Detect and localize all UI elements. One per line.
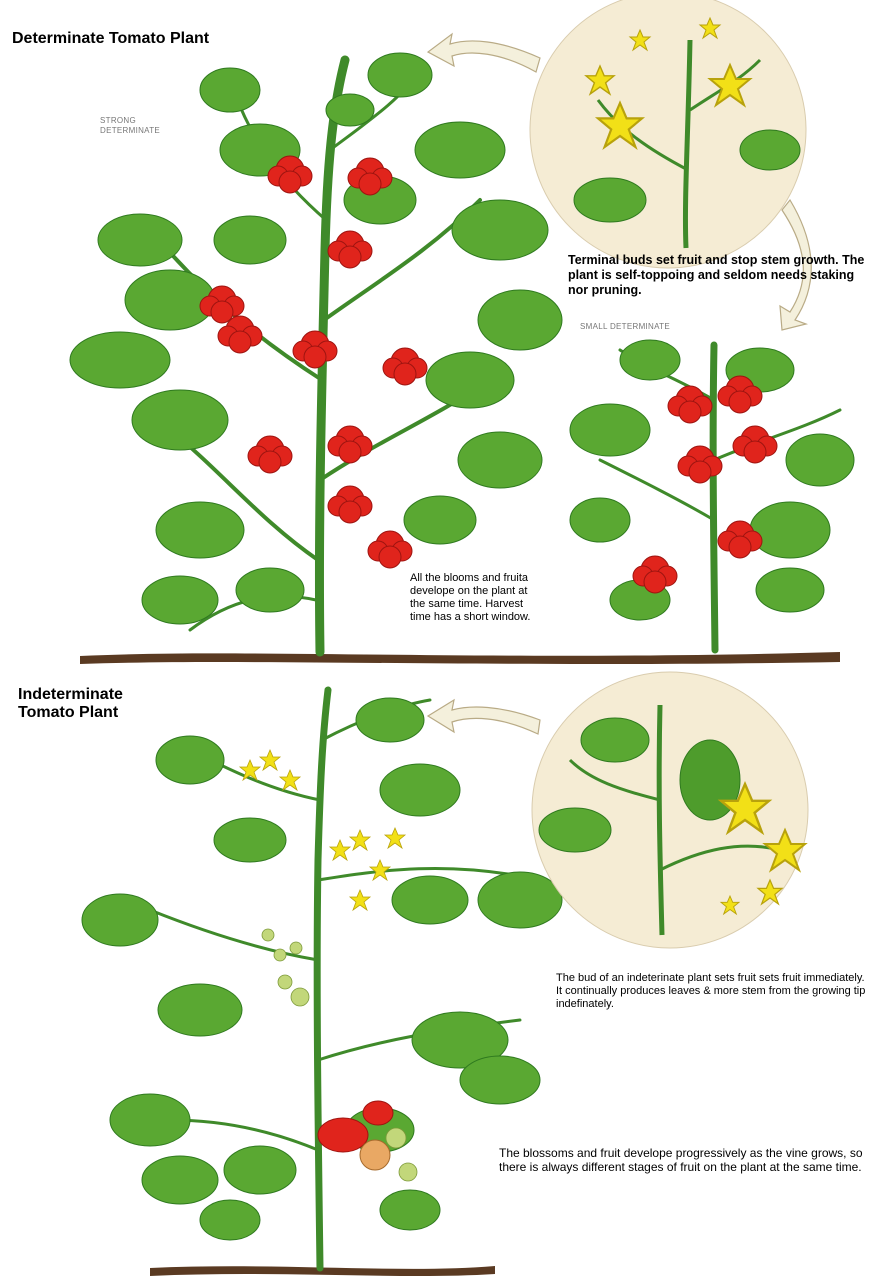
terminal-buds-note: Terminal buds set fruit and stop stem gr… [568, 253, 868, 298]
indeterminate-bud-inset [532, 672, 808, 948]
determinate-title: Determinate Tomato Plant [12, 30, 209, 48]
strong-determinate-label: STRONG DETERMINATE [100, 116, 160, 136]
small-determinate-fruit [633, 376, 777, 593]
soil-line-top [80, 652, 840, 664]
indeterminate-title-line2: Tomato Plant [18, 704, 123, 722]
curved-arrow-icon [428, 34, 540, 72]
curved-arrow-icon [428, 700, 540, 734]
indeterminate-title: Indeterminate Tomato Plant [18, 686, 123, 722]
blooms-note: All the blooms and fruita develope on th… [410, 572, 538, 624]
indeterminate-title-line1: Indeterminate [18, 686, 123, 704]
small-determinate-label: SMALL DETERMINATE [580, 322, 670, 332]
determinate-bud-inset [530, 0, 806, 268]
indeterminate-bud-note: The bud of an indeterinate plant sets fr… [556, 972, 872, 1011]
strong-label-line2: DETERMINATE [100, 126, 160, 136]
progressive-fruit-note: The blossoms and fruit develope progress… [499, 1147, 881, 1174]
strong-label-line1: STRONG [100, 116, 160, 126]
